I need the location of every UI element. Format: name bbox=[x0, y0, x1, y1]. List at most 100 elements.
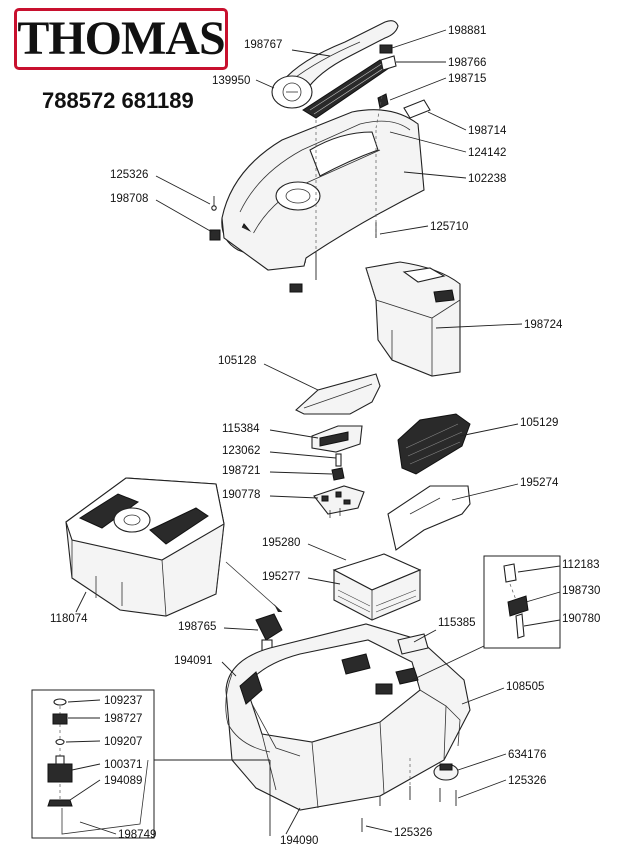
frame-part-194091 bbox=[225, 673, 271, 753]
callout-label: 198724 bbox=[524, 319, 563, 331]
callout-label: 112183 bbox=[562, 559, 600, 571]
callout-leader-line bbox=[365, 825, 393, 833]
callout-label: 198714 bbox=[468, 125, 507, 137]
pcb-part-190778 bbox=[313, 485, 365, 518]
callout-leader-line bbox=[391, 29, 447, 49]
pin-part-123062 bbox=[335, 453, 342, 467]
base-body-part-108505 bbox=[225, 623, 471, 811]
main-lid-part bbox=[221, 109, 425, 271]
callout-label: 198708 bbox=[110, 193, 148, 205]
valve-assembly-part bbox=[503, 563, 529, 639]
clip-part-lid-bottom bbox=[289, 283, 303, 293]
filter-part-195280 bbox=[332, 553, 422, 621]
cover-part-105128 bbox=[295, 373, 381, 415]
callout-label: 634176 bbox=[508, 749, 546, 761]
callout-leader-line bbox=[269, 495, 319, 499]
assembly-arrowhead bbox=[274, 604, 282, 612]
filter-housing-part bbox=[365, 261, 461, 377]
clip-part-198715 bbox=[377, 93, 389, 109]
callout-leader-line bbox=[155, 175, 211, 205]
valve-inset-box bbox=[483, 555, 561, 649]
callout-leader-line bbox=[223, 627, 259, 631]
latch-part-198714 bbox=[403, 99, 431, 119]
callout-label: 190780 bbox=[562, 613, 600, 625]
callout-leader-line bbox=[291, 49, 331, 57]
callout-leader-line bbox=[269, 429, 319, 439]
callout-leader-line bbox=[307, 577, 341, 585]
cover-detail bbox=[303, 383, 373, 409]
callout-leader-line bbox=[155, 199, 213, 233]
callout-leader-line bbox=[413, 629, 437, 643]
callout-leader-line bbox=[79, 821, 117, 835]
wheel-part-634176 bbox=[433, 763, 459, 781]
callout-leader-line bbox=[457, 779, 507, 799]
callout-label: 108505 bbox=[506, 681, 544, 693]
callout-label: 195280 bbox=[262, 537, 300, 549]
pump-inset-box bbox=[31, 689, 155, 839]
clip-part-198766 bbox=[380, 55, 397, 71]
water-tank-part-118074 bbox=[65, 477, 225, 617]
callout-leader-line bbox=[269, 451, 337, 459]
pad-part-105129 bbox=[397, 413, 471, 475]
callout-leader-line bbox=[525, 591, 561, 603]
part-115385 bbox=[397, 633, 429, 655]
callout-label: 118074 bbox=[50, 613, 88, 625]
callout-leader-line bbox=[451, 483, 519, 501]
callout-leader-line bbox=[435, 323, 523, 329]
callout-label: 125710 bbox=[430, 221, 468, 233]
callout-leader-line bbox=[285, 807, 301, 835]
callout-label: 198721 bbox=[222, 465, 260, 477]
brand-logo-text: THOMAS bbox=[17, 12, 225, 65]
callout-leader-line bbox=[67, 699, 101, 703]
callout-leader-line bbox=[75, 591, 87, 613]
callout-label: 102238 bbox=[468, 173, 506, 185]
callout-label: 194090 bbox=[280, 835, 318, 847]
callout-leader-line bbox=[457, 753, 507, 771]
gasket-part-195274 bbox=[387, 485, 471, 551]
callout-label: 198749 bbox=[118, 829, 156, 841]
clip-part-198721 bbox=[331, 467, 345, 481]
callout-label: 198727 bbox=[104, 713, 142, 725]
callout-label: 105129 bbox=[520, 417, 558, 429]
callout-label: 194091 bbox=[174, 655, 212, 667]
callout-leader-line bbox=[459, 423, 519, 437]
callout-label: 123062 bbox=[222, 445, 260, 457]
callout-leader-line bbox=[221, 661, 237, 677]
screw-head bbox=[211, 205, 217, 211]
bracket-detail bbox=[319, 431, 349, 447]
callout-label: 115384 bbox=[222, 423, 260, 435]
callout-label: 124142 bbox=[468, 147, 506, 159]
callout-label: 198730 bbox=[562, 585, 600, 597]
callout-label: 198766 bbox=[448, 57, 486, 69]
document-part-numbers: 788572 681189 bbox=[42, 88, 194, 113]
callout-label: 109237 bbox=[104, 695, 142, 707]
callout-leader-line bbox=[517, 565, 561, 573]
callout-leader-line bbox=[269, 471, 333, 475]
clip-part-198881 bbox=[379, 44, 393, 54]
clip-part-198708 bbox=[209, 229, 221, 241]
pump-assembly-part bbox=[47, 698, 149, 835]
callout-label: 195277 bbox=[262, 571, 300, 583]
callout-label: 198765 bbox=[178, 621, 216, 633]
callout-label: 139950 bbox=[212, 75, 250, 87]
gasket-detail bbox=[409, 497, 441, 515]
callout-leader-line bbox=[389, 77, 447, 101]
callout-label: 198715 bbox=[448, 73, 486, 85]
inset-connector bbox=[411, 645, 485, 681]
callout-label: 195274 bbox=[520, 477, 559, 489]
callout-leader-line bbox=[263, 363, 319, 391]
handle-part bbox=[271, 20, 399, 109]
callout-leader-line bbox=[307, 543, 347, 561]
callout-label: 190778 bbox=[222, 489, 260, 501]
callout-leader-line bbox=[65, 740, 101, 743]
callout-label: 194089 bbox=[104, 775, 142, 787]
callout-leader-line bbox=[427, 111, 467, 131]
callout-label: 125326 bbox=[508, 775, 546, 787]
assembly-arrow bbox=[225, 561, 283, 613]
callout-label: 109207 bbox=[104, 736, 142, 748]
callout-leader-line bbox=[461, 687, 505, 705]
callout-label: 105128 bbox=[218, 355, 256, 367]
callout-leader-line bbox=[379, 225, 429, 235]
